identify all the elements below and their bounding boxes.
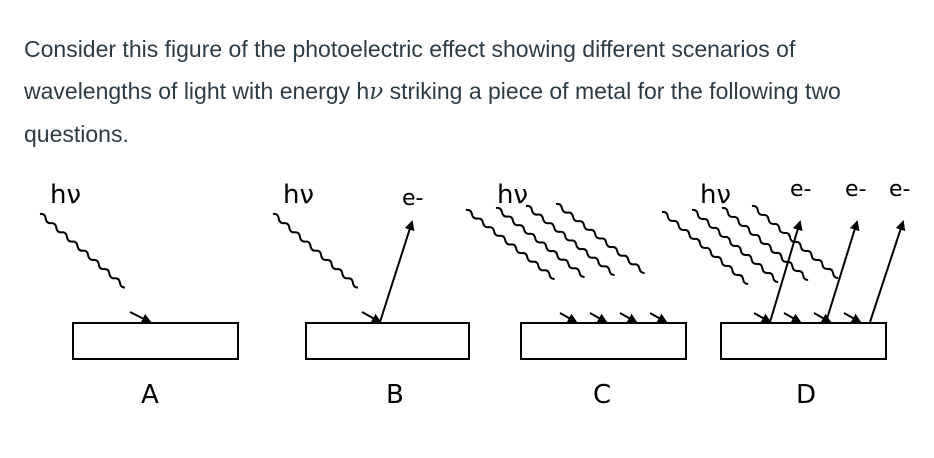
electron-label: e- xyxy=(889,177,910,202)
electron-label: e- xyxy=(845,177,866,202)
photon-arrowhead xyxy=(362,312,380,322)
electron-path xyxy=(870,222,903,322)
photon-label: hν xyxy=(283,180,314,210)
photon-arrowhead xyxy=(784,313,800,322)
panel-b: hν e- B xyxy=(273,180,469,410)
photon-arrowhead xyxy=(130,312,150,322)
electron-path xyxy=(770,222,800,322)
photon-arrowhead xyxy=(560,313,576,322)
photon-label: hν xyxy=(497,180,528,210)
panel-d: hν e- e- e- D xyxy=(662,177,911,410)
photon-arrowhead xyxy=(754,313,770,322)
metal-plate xyxy=(73,323,238,359)
electron-path xyxy=(826,222,857,322)
photon-label: hν xyxy=(50,180,81,210)
electron-label: e- xyxy=(402,186,423,211)
metal-plate xyxy=(521,323,686,359)
metal-plate xyxy=(306,323,469,359)
photon-wave xyxy=(40,207,126,293)
photon-arrowhead xyxy=(844,313,860,322)
electron-label: e- xyxy=(790,177,811,202)
panel-a: hν A xyxy=(40,180,238,410)
electron-path xyxy=(380,222,412,322)
panel-label: C xyxy=(593,380,611,410)
photon-wave xyxy=(273,207,359,293)
panel-label: B xyxy=(386,380,404,410)
metal-plate xyxy=(721,323,886,359)
photoelectric-figure: hν A hν e- B hν C hν xyxy=(0,165,934,458)
photon-arrowhead xyxy=(590,313,606,322)
question-text: Consider this figure of the photoelectri… xyxy=(24,28,914,155)
nu-symbol: ν xyxy=(369,79,383,105)
photon-arrowhead xyxy=(620,313,636,322)
panel-label: A xyxy=(141,380,159,410)
panel-label: D xyxy=(796,380,816,410)
panel-c: hν C xyxy=(466,180,686,410)
photon-arrowhead xyxy=(650,313,666,322)
photon-label: hν xyxy=(700,180,731,210)
